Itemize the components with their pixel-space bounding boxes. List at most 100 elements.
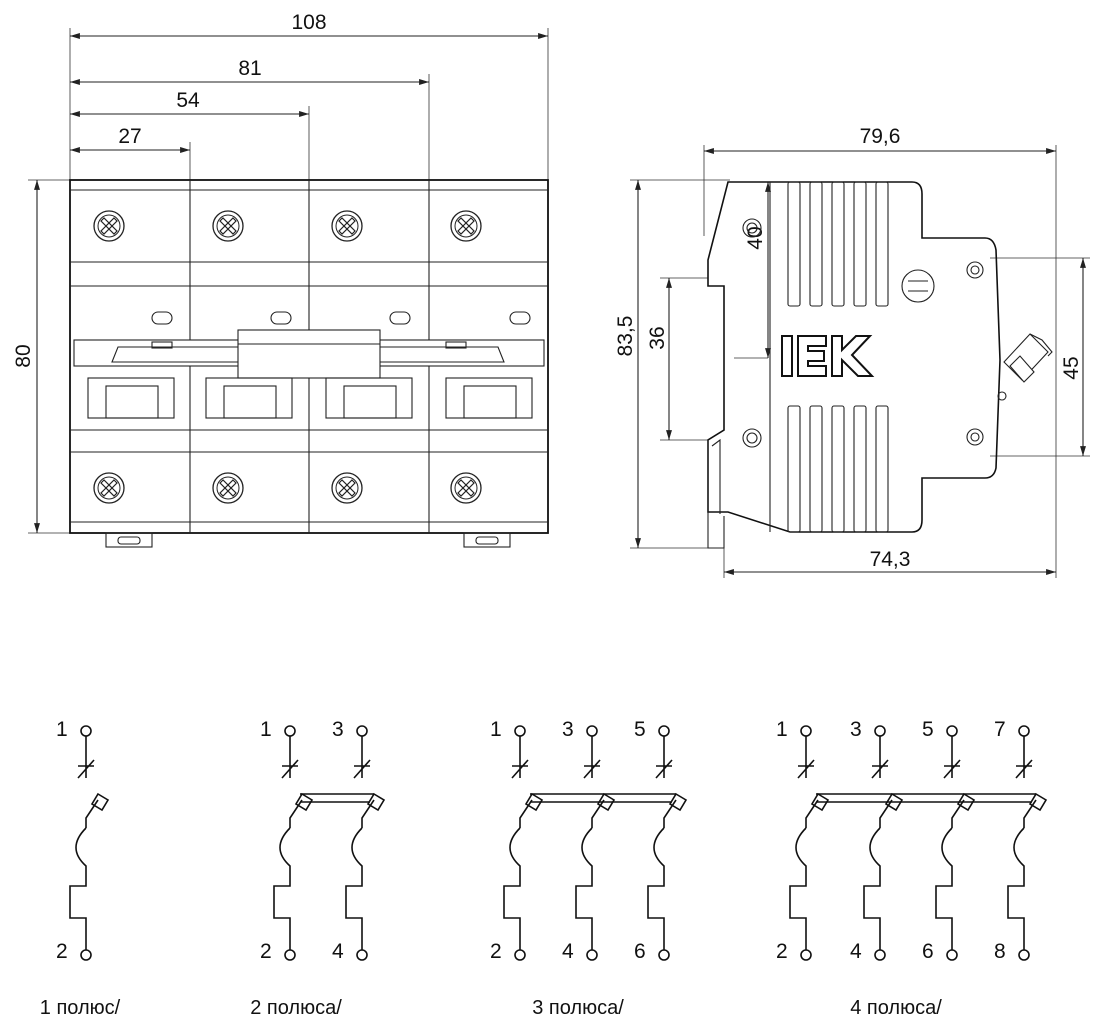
terminal-circle bbox=[800, 725, 812, 737]
terminal-circle bbox=[356, 949, 368, 961]
terminal-label-top: 1 bbox=[56, 718, 68, 741]
trip-latch-icon bbox=[1028, 792, 1048, 812]
pole-symbol bbox=[575, 725, 616, 961]
terminal-circle bbox=[514, 725, 526, 737]
front-view: 108 81 54 27 80 bbox=[12, 11, 549, 548]
pole-symbol bbox=[503, 725, 544, 961]
trip-latch-icon bbox=[90, 792, 110, 812]
terminal-circle bbox=[80, 725, 92, 737]
terminal-circle bbox=[514, 949, 526, 961]
terminal-circle bbox=[658, 949, 670, 961]
release-element bbox=[273, 827, 291, 950]
pole-symbol bbox=[69, 725, 110, 961]
dim-label-54: 54 bbox=[176, 89, 200, 112]
terminal-screw-icon bbox=[331, 210, 363, 242]
terminal-circle bbox=[946, 949, 958, 961]
terminal-label-bottom: 2 bbox=[260, 940, 272, 963]
dim-label-108: 108 bbox=[291, 11, 326, 34]
terminal-label-bottom: 4 bbox=[332, 940, 344, 963]
trip-latch-icon bbox=[596, 792, 616, 812]
terminal-circle bbox=[1018, 725, 1030, 737]
pole-symbol bbox=[273, 725, 314, 961]
contact-mark bbox=[281, 759, 299, 779]
release-element bbox=[503, 827, 521, 950]
terminal-screw-icon bbox=[331, 472, 363, 504]
contact-mark bbox=[655, 759, 673, 779]
terminal-circle bbox=[284, 949, 296, 961]
schematic-2-pole: 1 2 3 4 2 полюса/ bbox=[250, 718, 386, 1019]
terminal-circle bbox=[284, 725, 296, 737]
handle-bar bbox=[73, 329, 545, 379]
terminal-label-top: 5 bbox=[922, 718, 934, 741]
iek-logo bbox=[780, 334, 876, 378]
contact-mark bbox=[511, 759, 529, 779]
dim-label-81: 81 bbox=[238, 57, 261, 80]
contact-mark bbox=[943, 759, 961, 779]
dim-label-74-3: 74,3 bbox=[870, 548, 911, 571]
trip-latch-icon bbox=[810, 792, 830, 812]
terminal-label-bottom: 6 bbox=[922, 940, 934, 963]
pole-symbol bbox=[345, 725, 386, 961]
terminal-screw-icon bbox=[450, 210, 482, 242]
terminal-label-bottom: 4 bbox=[562, 940, 574, 963]
contact-mark bbox=[583, 759, 601, 779]
terminal-circle bbox=[874, 949, 886, 961]
terminal-label-bottom: 2 bbox=[776, 940, 788, 963]
dim-label-27: 27 bbox=[118, 125, 141, 148]
trip-latch-icon bbox=[668, 792, 688, 812]
release-element bbox=[647, 827, 665, 950]
terminal-label-bottom: 6 bbox=[634, 940, 646, 963]
terminal-label-top: 1 bbox=[776, 718, 788, 741]
terminal-screw-icon bbox=[450, 472, 482, 504]
terminal-label-bottom: 4 bbox=[850, 940, 862, 963]
housing-ribs bbox=[787, 181, 889, 533]
terminal-label-top: 1 bbox=[490, 718, 502, 741]
dim-label-83-5: 83,5 bbox=[614, 316, 637, 357]
dim-label-80: 80 bbox=[12, 344, 35, 367]
dim-label-36: 36 bbox=[646, 326, 669, 349]
terminal-circle bbox=[356, 725, 368, 737]
terminal-circle bbox=[800, 949, 812, 961]
pole-symbol bbox=[647, 725, 688, 961]
contact-mark bbox=[1015, 759, 1033, 779]
pole-symbol bbox=[863, 725, 904, 961]
terminal-screw-icon bbox=[212, 472, 244, 504]
terminal-circle bbox=[586, 725, 598, 737]
trip-latch-icon bbox=[884, 792, 904, 812]
toggle-lever-icon bbox=[1003, 333, 1053, 383]
terminal-label-top: 3 bbox=[562, 718, 574, 741]
release-element bbox=[1007, 827, 1025, 950]
release-element bbox=[789, 827, 807, 950]
terminal-circle bbox=[946, 725, 958, 737]
pole-symbol bbox=[1007, 725, 1048, 961]
contact-mark bbox=[797, 759, 815, 779]
terminal-circle bbox=[1018, 949, 1030, 961]
trip-latch-icon bbox=[366, 792, 386, 812]
pole-symbol bbox=[789, 725, 830, 961]
terminal-circle bbox=[586, 949, 598, 961]
terminal-label-bottom: 2 bbox=[56, 940, 68, 963]
release-element bbox=[935, 827, 953, 950]
dim-label-79-6: 79,6 bbox=[860, 125, 901, 148]
terminal-label-top: 3 bbox=[332, 718, 344, 741]
terminal-label-top: 3 bbox=[850, 718, 862, 741]
screw-head-icon bbox=[901, 269, 935, 303]
contact-mark bbox=[353, 759, 371, 779]
terminal-label-top: 1 bbox=[260, 718, 272, 741]
terminal-label-bottom: 2 bbox=[490, 940, 502, 963]
terminal-screw-icon bbox=[93, 210, 125, 242]
terminal-circle bbox=[658, 725, 670, 737]
release-element bbox=[575, 827, 593, 950]
side-view: 79,6 74,3 83,5 36 45 40 bbox=[614, 125, 1090, 578]
contact-mark bbox=[77, 759, 95, 779]
terminal-label-top: 7 bbox=[994, 718, 1006, 741]
release-element bbox=[863, 827, 881, 950]
schematic-caption: 2 полюса/ bbox=[250, 997, 342, 1019]
terminal-label-top: 5 bbox=[634, 718, 646, 741]
release-element bbox=[345, 827, 363, 950]
dim-label-45: 45 bbox=[1060, 356, 1083, 379]
trip-latch-icon bbox=[956, 792, 976, 812]
schematic-caption: 1 полюс/ bbox=[40, 997, 121, 1019]
